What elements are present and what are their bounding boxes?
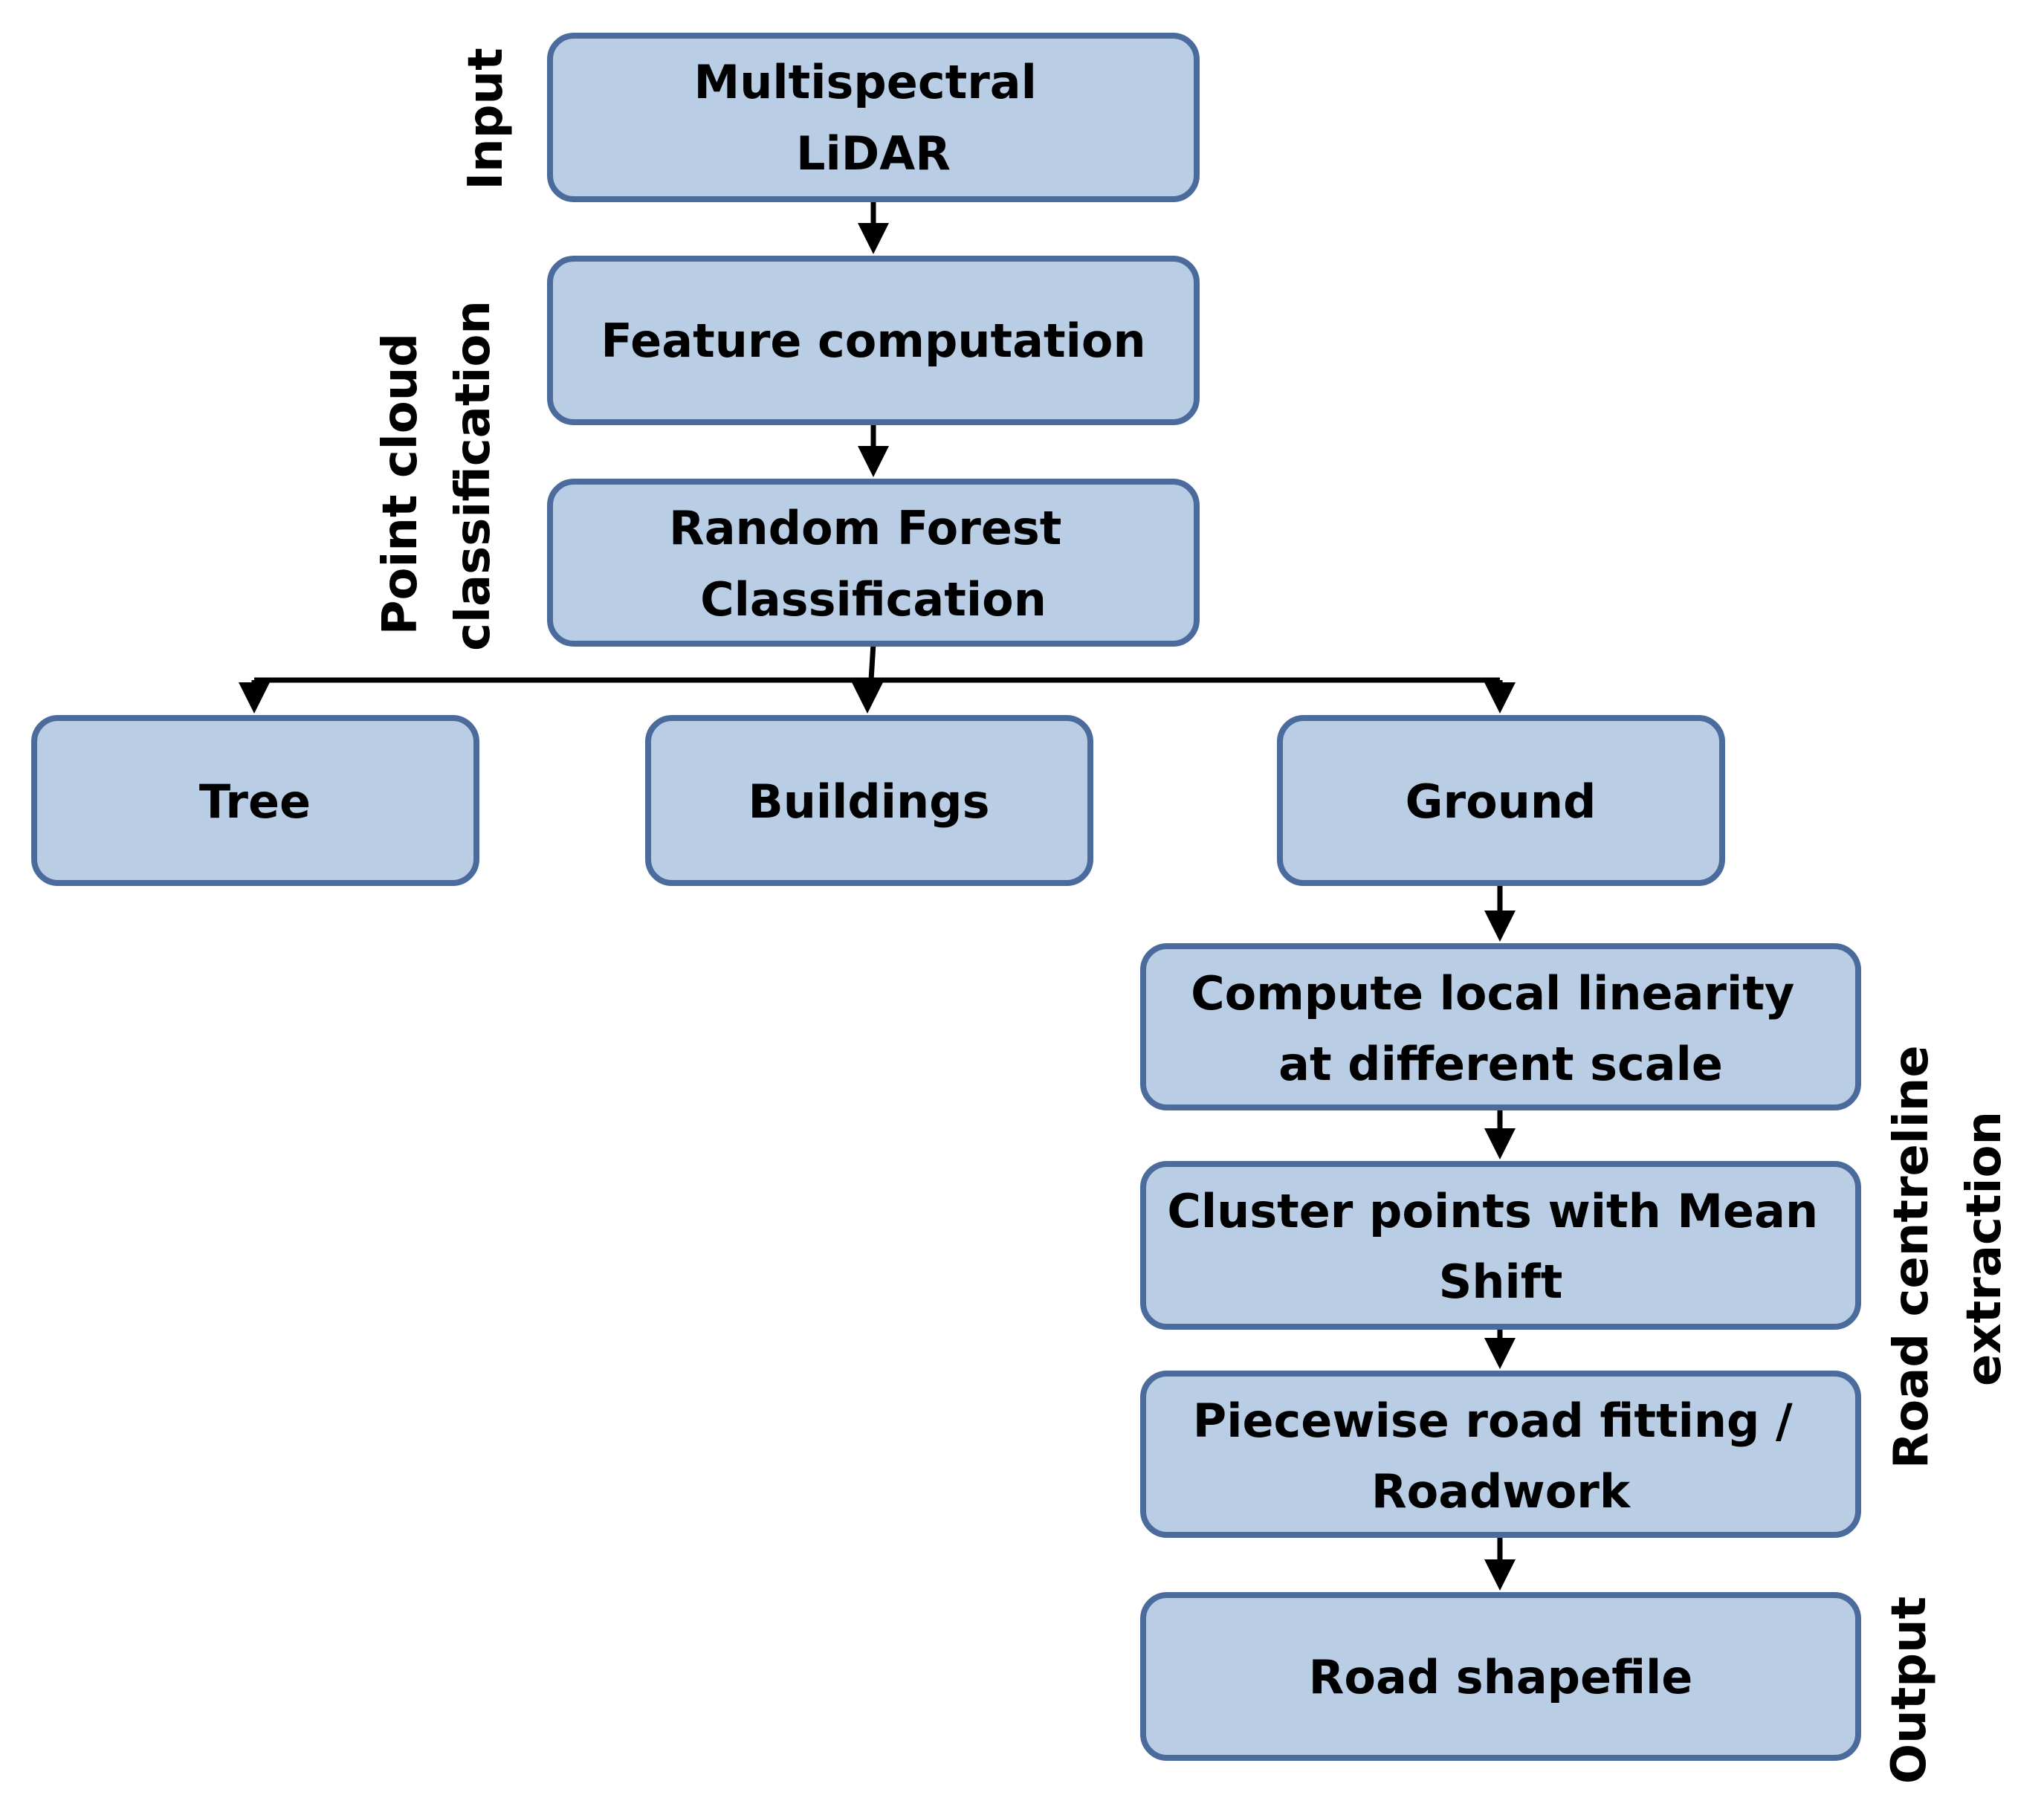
node-road-shapefile: Road shapefile: [1140, 1592, 1861, 1761]
node-random-forest: Random Forest Classification: [547, 479, 1200, 647]
node-cluster-label: Cluster points with Mean Shift: [1167, 1184, 1834, 1309]
node-buildings: Buildings: [645, 715, 1093, 886]
node-input-label: Multispectral LiDAR: [694, 55, 1053, 181]
edges: [239, 199, 1516, 1591]
node-ground-label: Ground: [1406, 774, 1597, 829]
node-ground: Ground: [1277, 715, 1725, 886]
node-buildings-label: Buildings: [748, 774, 990, 829]
node-linearity-label: Compute local linearity at different sca…: [1191, 966, 1811, 1091]
node-feature-label: Feature computation: [601, 314, 1145, 368]
node-road-fitting: Piecewise road fitting / Roadwork: [1140, 1371, 1861, 1538]
node-feature-computation: Feature computation: [547, 256, 1200, 425]
node-local-linearity: Compute local linearity at different sca…: [1140, 943, 1861, 1110]
side-label-input: Input: [459, 48, 514, 190]
node-tree-label: Tree: [199, 774, 311, 829]
side-label-point-cloud-classification: Point cloud classification: [373, 300, 501, 651]
node-shapefile-label: Road shapefile: [1309, 1650, 1693, 1704]
side-label-output: Output: [1882, 1597, 1937, 1785]
edge-rf-stem: [868, 643, 876, 681]
node-rf-label: Random Forest Classification: [669, 501, 1078, 627]
node-mean-shift-cluster: Cluster points with Mean Shift: [1140, 1161, 1861, 1330]
node-fitting-label: Piecewise road fitting / Roadwork: [1193, 1394, 1808, 1519]
node-tree: Tree: [31, 715, 479, 886]
node-input: Multispectral LiDAR: [547, 33, 1200, 202]
side-label-road-centreline-extraction: Road centreline extraction: [1884, 1029, 2012, 1469]
